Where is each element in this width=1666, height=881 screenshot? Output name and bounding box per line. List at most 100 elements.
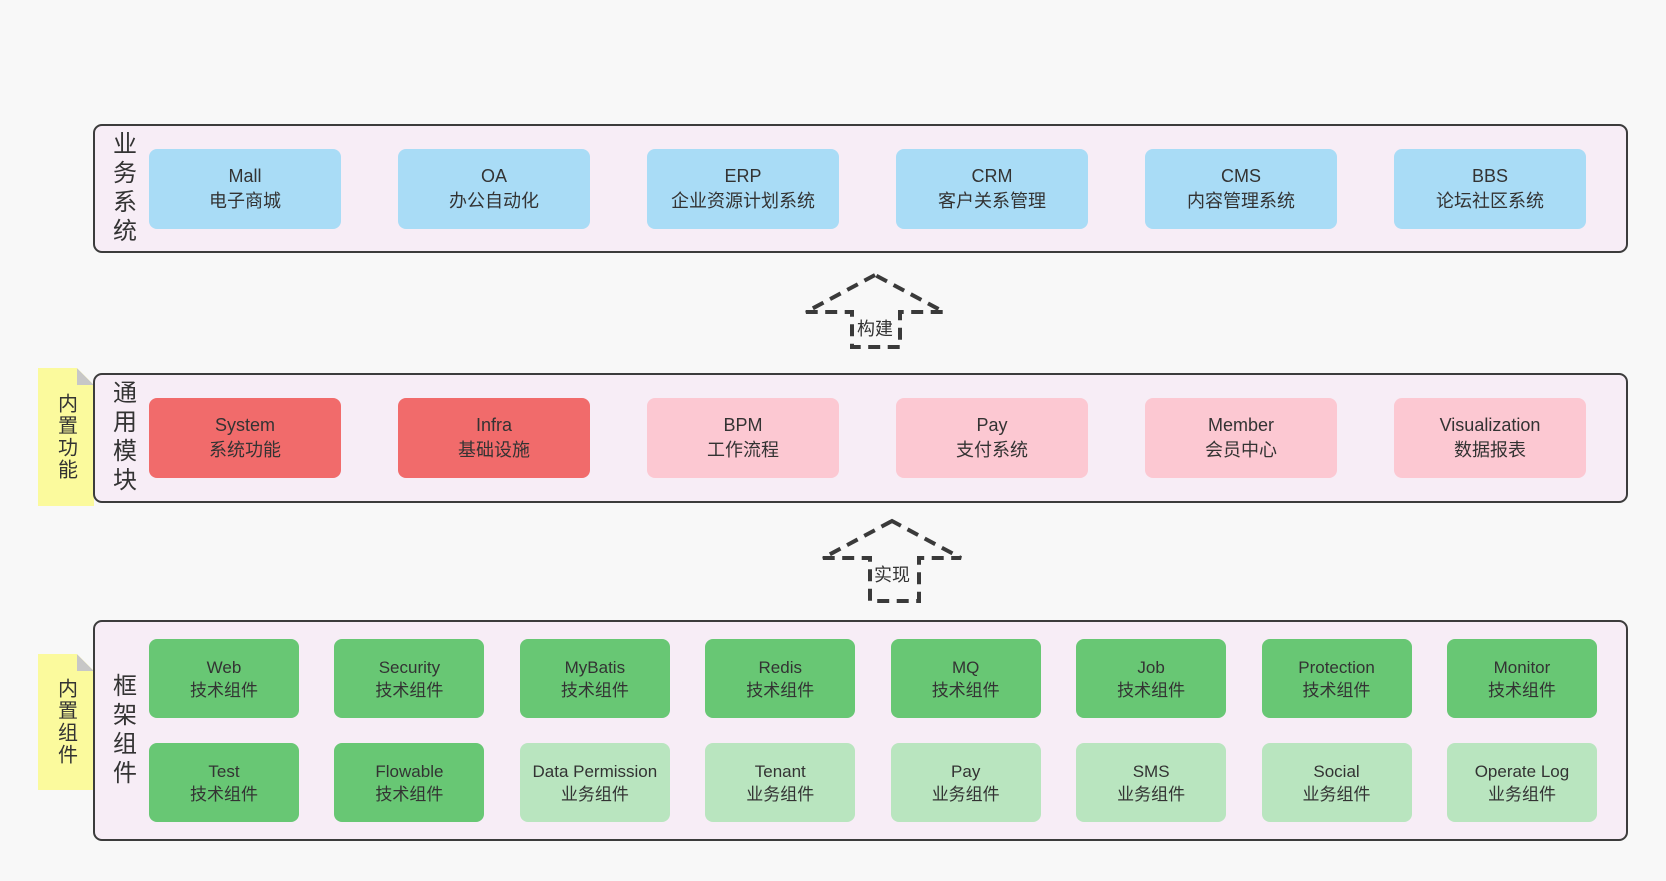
sticky-note-built-in-features: 内置功能 (38, 368, 94, 506)
block-arrow-up-icon (822, 518, 962, 603)
box-title: Tenant (754, 761, 806, 781)
component-box: SMS 业务组件 (1076, 743, 1227, 822)
box-title: Web (206, 657, 242, 677)
system-box: BBS 论坛社区系统 (1394, 148, 1586, 229)
box-subtitle: 业务组件 (746, 784, 815, 804)
component-box: MyBatis 技术组件 (519, 639, 670, 718)
box-subtitle: 业务组件 (1487, 784, 1556, 804)
box-title: System (214, 415, 275, 435)
arrow-implement-label: 实现 (872, 561, 912, 587)
box-title: Social (1313, 761, 1360, 781)
block-arrow-up-icon (805, 272, 945, 349)
box-subtitle: 技术组件 (190, 680, 258, 700)
box-title: Visualization (1439, 415, 1541, 435)
framework-components-row-2: Test 技术组件 Flowable 技术组件 Data Permission … (149, 743, 1597, 822)
band-label-business-systems: 业务系统 (108, 130, 136, 247)
box-title: Mall (228, 165, 262, 186)
component-box: Social 业务组件 (1261, 743, 1412, 822)
system-box: Mall 电子商城 (149, 148, 341, 229)
box-title: Operate Log (1474, 761, 1570, 781)
band-framework-components: 框架组件 Web 技术组件 Security 技术组件 MyBatis (93, 620, 1628, 841)
system-box: CMS 内容管理系统 (1145, 148, 1337, 229)
box-subtitle: 工作流程 (707, 440, 779, 460)
box-subtitle: 技术组件 (375, 784, 444, 804)
box-subtitle: 技术组件 (375, 680, 444, 700)
box-title: Security (378, 657, 441, 677)
band-common-modules: 通用模块 System 系统功能 Infra 基础设施 BPM 工作流程 (93, 373, 1628, 503)
component-box: Pay 业务组件 (890, 743, 1041, 822)
box-subtitle: 技术组件 (560, 680, 629, 700)
box-subtitle: 技术组件 (190, 784, 258, 804)
framework-components-grid: Web 技术组件 Security 技术组件 MyBatis 技术组件 (149, 622, 1626, 839)
box-subtitle: 业务组件 (931, 784, 1000, 804)
box-title: MyBatis (564, 657, 626, 677)
box-title: Monitor (1493, 657, 1551, 677)
box-title: BBS (1471, 165, 1509, 186)
box-title: MQ (951, 657, 980, 677)
arrow-build: 构建 (803, 272, 947, 350)
component-box: Data Permission 业务组件 (519, 743, 670, 822)
band-label-framework-components: 框架组件 (108, 672, 136, 789)
box-subtitle: 技术组件 (931, 680, 1000, 700)
system-box: ERP 企业资源计划系统 (647, 148, 839, 229)
component-box: MQ 技术组件 (890, 639, 1041, 718)
box-subtitle: 技术组件 (1487, 680, 1556, 700)
box-title: Flowable (375, 761, 444, 781)
box-subtitle: 客户关系管理 (938, 190, 1046, 211)
box-subtitle: 论坛社区系统 (1436, 190, 1544, 211)
component-box: Operate Log 业务组件 (1446, 743, 1597, 822)
common-modules-boxes: System 系统功能 Infra 基础设施 BPM 工作流程 Pay 支付系统 (149, 375, 1626, 501)
box-subtitle: 基础设施 (458, 440, 530, 460)
module-box: Member 会员中心 (1145, 398, 1337, 478)
box-title: Member (1207, 415, 1274, 435)
sticky-note-built-in-components: 内置组件 (38, 654, 94, 790)
box-title: Test (208, 761, 240, 781)
component-box: Redis 技术组件 (705, 639, 856, 718)
box-title: Infra (475, 415, 513, 435)
box-subtitle: 企业资源计划系统 (671, 190, 815, 211)
sticky-note-text: 内置功能 (54, 393, 77, 481)
component-box: Tenant 业务组件 (705, 743, 856, 822)
module-box: Infra 基础设施 (398, 398, 590, 478)
box-subtitle: 数据报表 (1454, 440, 1526, 460)
box-title: BPM (723, 415, 763, 435)
box-title: CMS (1221, 165, 1261, 186)
component-box: Web 技术组件 (149, 639, 299, 718)
component-box: Test 技术组件 (149, 743, 299, 822)
system-box: OA 办公自动化 (398, 148, 590, 229)
component-box: Monitor 技术组件 (1446, 639, 1597, 718)
component-box: Protection 技术组件 (1261, 639, 1412, 718)
box-subtitle: 业务组件 (560, 784, 629, 804)
box-title: Redis (758, 657, 802, 677)
box-title: Protection (1298, 657, 1375, 677)
box-subtitle: 办公自动化 (449, 190, 539, 211)
box-title: Job (1137, 657, 1165, 677)
box-title: OA (480, 165, 507, 186)
box-subtitle: 技术组件 (746, 680, 815, 700)
component-box: Security 技术组件 (334, 639, 485, 718)
box-subtitle: 业务组件 (1302, 784, 1371, 804)
box-subtitle: 技术组件 (1302, 680, 1371, 700)
box-subtitle: 系统功能 (209, 440, 281, 460)
box-subtitle: 技术组件 (1117, 680, 1186, 700)
module-box: Visualization 数据报表 (1394, 398, 1586, 478)
module-box: BPM 工作流程 (647, 398, 839, 478)
band-label-common-modules: 通用模块 (108, 380, 136, 496)
framework-components-row-1: Web 技术组件 Security 技术组件 MyBatis 技术组件 (149, 639, 1597, 718)
box-subtitle: 电子商城 (209, 190, 281, 211)
arrow-implement: 实现 (820, 518, 964, 604)
band-business-systems: 业务系统 Mall 电子商城 OA 办公自动化 ERP 企业资源计划系统 (93, 124, 1628, 253)
component-box: Job 技术组件 (1076, 639, 1227, 718)
component-box: Flowable 技术组件 (334, 743, 485, 822)
box-subtitle: 支付系统 (956, 440, 1028, 460)
box-title: Data Permission (532, 761, 658, 781)
box-title: SMS (1132, 761, 1170, 781)
box-title: Pay (951, 761, 981, 781)
box-title: ERP (724, 165, 762, 186)
box-title: Pay (976, 415, 1008, 435)
business-systems-boxes: Mall 电子商城 OA 办公自动化 ERP 企业资源计划系统 CRM 客户关系… (149, 126, 1626, 251)
module-box: Pay 支付系统 (896, 398, 1088, 478)
sticky-note-text: 内置组件 (54, 678, 77, 766)
box-subtitle: 业务组件 (1117, 784, 1186, 804)
